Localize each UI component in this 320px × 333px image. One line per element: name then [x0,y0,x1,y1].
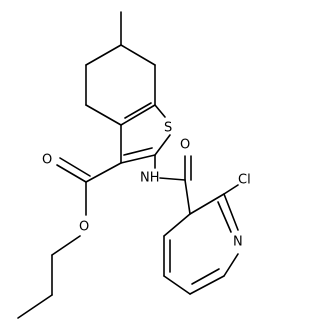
atom-cl-label: Cl [238,173,251,188]
bond-py-c6-c5-double [191,268,220,285]
bond-c7a-s [154,104,166,118]
bond-py-c3-c3-link [163,213,191,237]
bond-c2-c3 [120,154,156,164]
bond-c6-c5 [85,44,122,66]
bond-c3-ester-c [85,162,122,183]
bond-py-c2-n [223,193,239,231]
bond-c3a-c7a-double [124,102,152,119]
bond-c4-c3a [85,104,122,126]
bond-py-c5-c4 [163,275,191,295]
bond-c3a-c7a [120,104,156,126]
propyl-ester [17,157,122,319]
bond-ester-c-o-double-1 [56,164,87,183]
atom-o-carbonyl-ester-label: O [42,153,52,168]
bond-amide-c-pyridine [184,179,191,215]
atom-n-pyridine-label: N [233,235,243,250]
bond-propyl-c2-c3 [17,294,53,319]
thiophene-ring [120,104,171,164]
cyclohexene-ring [85,11,156,126]
bond-py-c2-cl [223,184,239,195]
molecule-structure: S O O NH O Cl N [17,11,251,319]
pyridine-ring [163,184,239,295]
bond-py-n-c6 [223,253,239,277]
atom-o-ether-ester-label: O [79,220,89,235]
atom-nh-label: NH [140,171,160,186]
bond-c6-c7 [120,44,156,66]
bond-o-propyl-c1 [51,235,81,256]
atom-o-amide-label: O [180,138,190,153]
bond-py-c3-c2 [189,193,225,215]
bond-py-c2-n-double [217,201,232,233]
atom-s-label: S [164,121,172,136]
bond-s-c2 [154,134,171,156]
amide-linkage [154,154,192,215]
bond-py-c6-c5 [189,275,225,295]
bond-nh-c-amide [159,177,186,181]
bond-c2-c3-double [123,147,153,156]
bond-ester-c-o-double-2 [59,157,91,177]
